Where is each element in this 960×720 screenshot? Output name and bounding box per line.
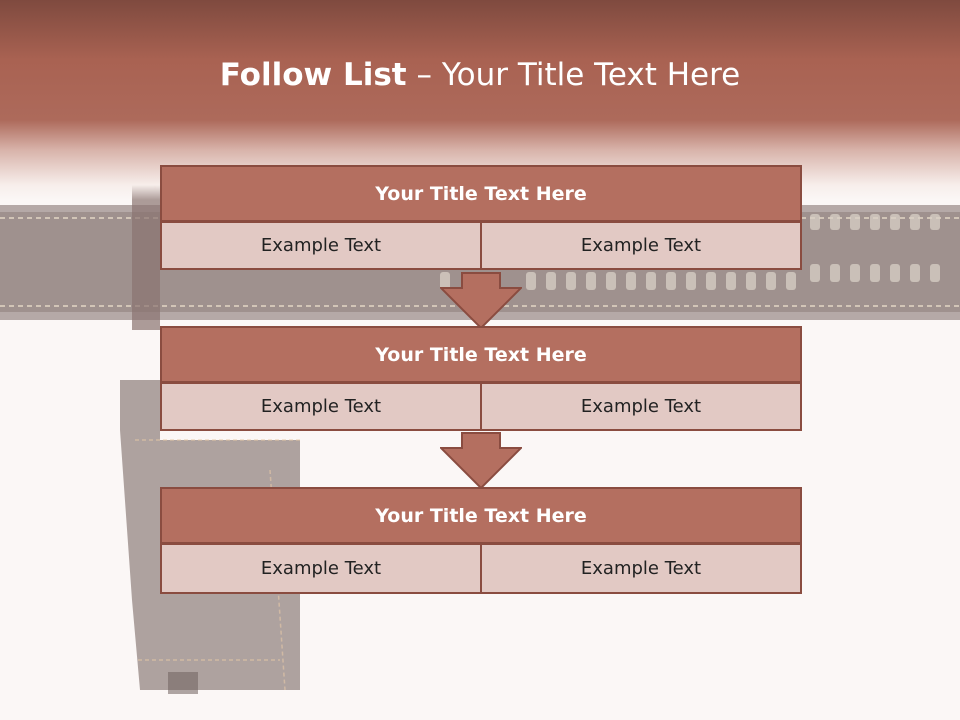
- step-title: Your Title Text Here: [160, 326, 802, 383]
- step-cell-right: Example Text: [482, 222, 802, 270]
- step-cell-right: Example Text: [482, 383, 802, 431]
- down-arrow-icon: [440, 432, 522, 490]
- title-bold-part: Follow List: [219, 57, 407, 93]
- step-block-3: Your Title Text Here Example Text Exampl…: [160, 487, 802, 594]
- down-arrow-icon: [440, 272, 522, 330]
- step-row: Example Text Example Text: [160, 222, 802, 270]
- step-title: Your Title Text Here: [160, 165, 802, 222]
- step-row: Example Text Example Text: [160, 544, 802, 594]
- step-cell-left: Example Text: [160, 383, 482, 431]
- step-cell-left: Example Text: [160, 544, 482, 594]
- step-title: Your Title Text Here: [160, 487, 802, 544]
- title-rest-part: – Your Title Text Here: [416, 57, 741, 93]
- step-row: Example Text Example Text: [160, 383, 802, 431]
- step-cell-right: Example Text: [482, 544, 802, 594]
- slide-title: Follow List – Your Title Text Here: [0, 52, 960, 98]
- step-block-1: Your Title Text Here Example Text Exampl…: [160, 165, 802, 270]
- step-cell-left: Example Text: [160, 222, 482, 270]
- step-block-2: Your Title Text Here Example Text Exampl…: [160, 326, 802, 431]
